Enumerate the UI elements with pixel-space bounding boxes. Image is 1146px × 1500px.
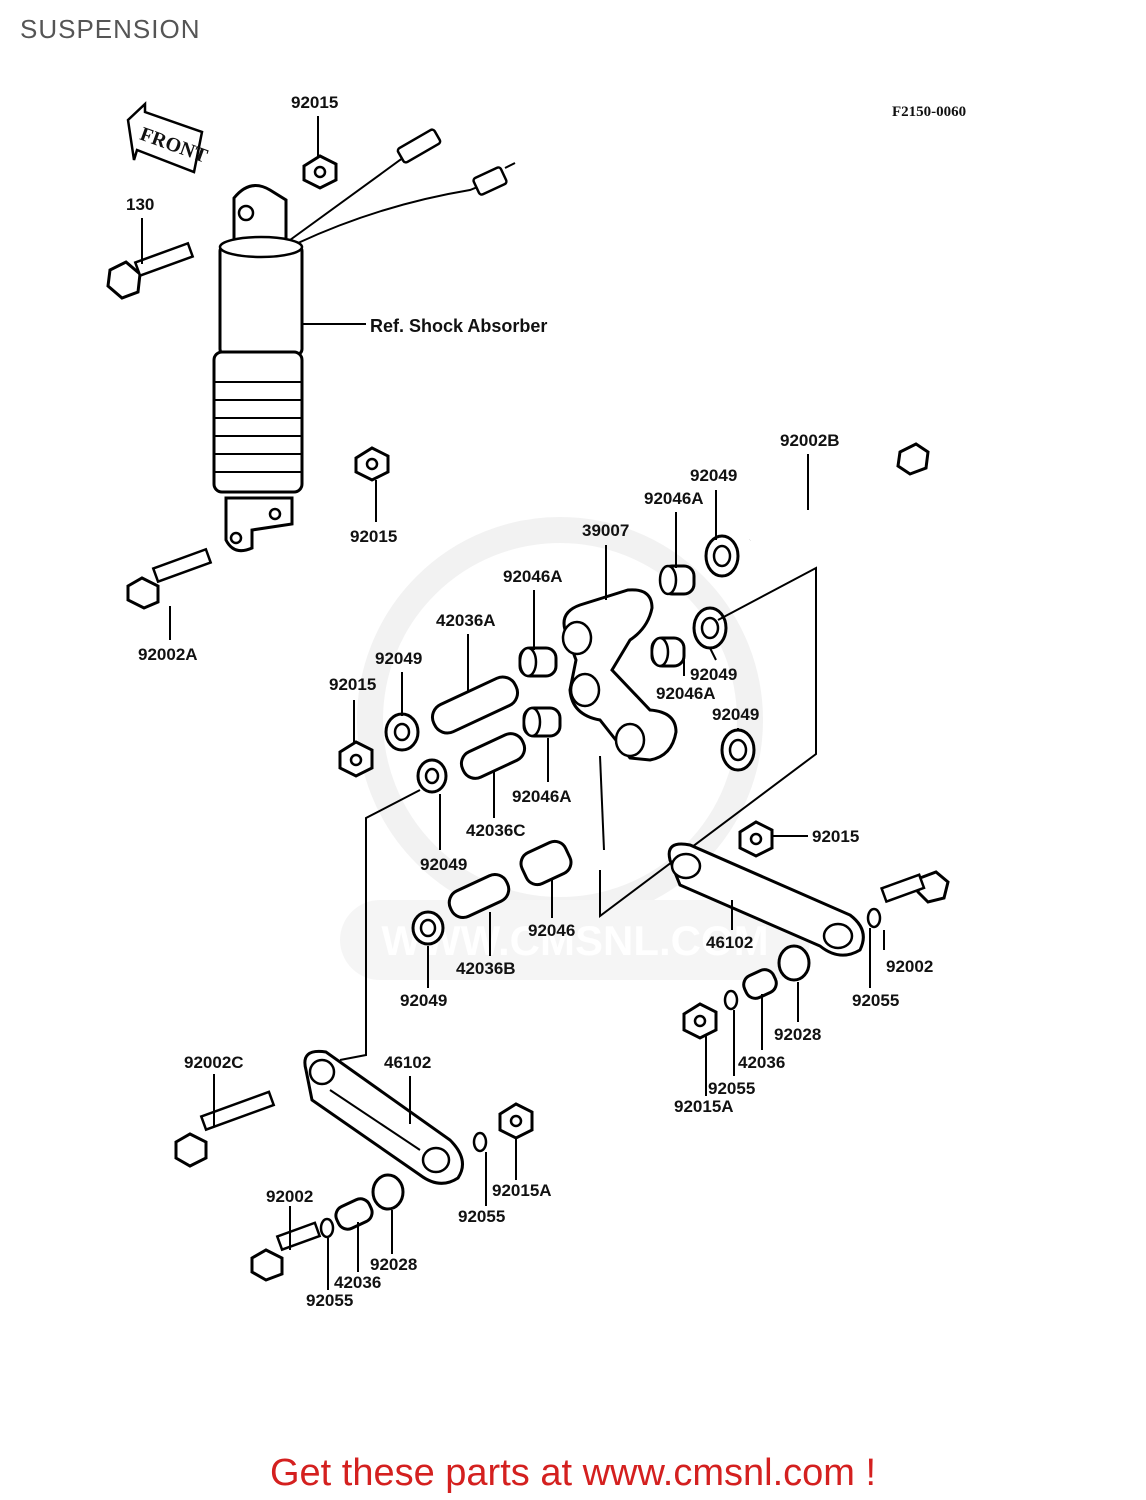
part-label: 92055 <box>306 1291 353 1310</box>
part-label: 92046A <box>644 489 704 508</box>
nut-92015-mid <box>354 446 390 482</box>
part-label: 92015 <box>812 827 859 846</box>
diagram-code: F2150-0060 <box>892 104 966 120</box>
part-label: 42036 <box>738 1053 785 1072</box>
part-label: 92046A <box>512 787 572 806</box>
page-title: SUSPENSION <box>20 14 201 44</box>
footer-cta-link[interactable]: Get these parts at www.cmsnl.com ! <box>269 1452 877 1494</box>
leader-lines <box>141 116 885 1290</box>
bolt-92002b <box>748 442 930 544</box>
part-label: 92046 <box>528 921 575 940</box>
part-label: 42036C <box>466 821 526 840</box>
part-label: 92049 <box>375 649 422 668</box>
bearings-left <box>338 646 573 946</box>
part-label: 92015 <box>350 527 397 546</box>
part-label: 39007 <box>582 521 629 540</box>
part-label: 92049 <box>712 705 759 724</box>
part-label: 46102 <box>384 1053 431 1072</box>
reference-label: Ref. Shock Absorber <box>370 316 547 336</box>
part-label: 92046A <box>656 684 716 703</box>
part-label: 92002C <box>184 1053 244 1072</box>
part-label: 92049 <box>690 466 737 485</box>
rocker-39007 <box>561 588 678 762</box>
tie-rod-46102-right <box>667 820 950 1040</box>
part-labels: 92015 130 92015 92002A 92002B 92049 9204… <box>126 93 933 1310</box>
bolt-130 <box>106 241 195 300</box>
part-label: 92015A <box>674 1097 734 1116</box>
part-label: 92002 <box>886 957 933 976</box>
assembly-lines <box>339 566 817 1061</box>
part-label: 46102 <box>706 933 753 952</box>
part-label: 92002B <box>780 431 840 450</box>
part-label: 92002 <box>266 1187 313 1206</box>
part-label: 42036A <box>436 611 496 630</box>
part-label: 92015 <box>291 93 338 112</box>
part-label: 92002A <box>138 645 198 664</box>
watermark: WWW.CMSNL.COM <box>340 517 810 980</box>
part-label: 92046A <box>503 567 563 586</box>
part-label: 92015 <box>329 675 376 694</box>
part-label: 92055 <box>708 1079 755 1098</box>
part-label: 92055 <box>852 991 899 1010</box>
part-label: 92055 <box>458 1207 505 1226</box>
front-direction-arrow: FRONT <box>126 101 211 174</box>
watermark-text: WWW.CMSNL.COM <box>381 917 768 964</box>
shock-absorber <box>212 128 516 553</box>
part-label: 92015A <box>492 1181 552 1200</box>
part-label: 92049 <box>420 855 467 874</box>
part-label: 42036B <box>456 959 516 978</box>
part-label: 92049 <box>690 665 737 684</box>
part-label: 92028 <box>774 1025 821 1044</box>
part-label: 92049 <box>400 991 447 1010</box>
nut-92015-top <box>302 154 338 190</box>
tie-rod-46102-left <box>174 1049 534 1282</box>
part-label: 130 <box>126 195 154 214</box>
part-label: 42036 <box>334 1273 381 1292</box>
bolt-92002a <box>126 547 213 610</box>
part-label: 92028 <box>370 1255 417 1274</box>
